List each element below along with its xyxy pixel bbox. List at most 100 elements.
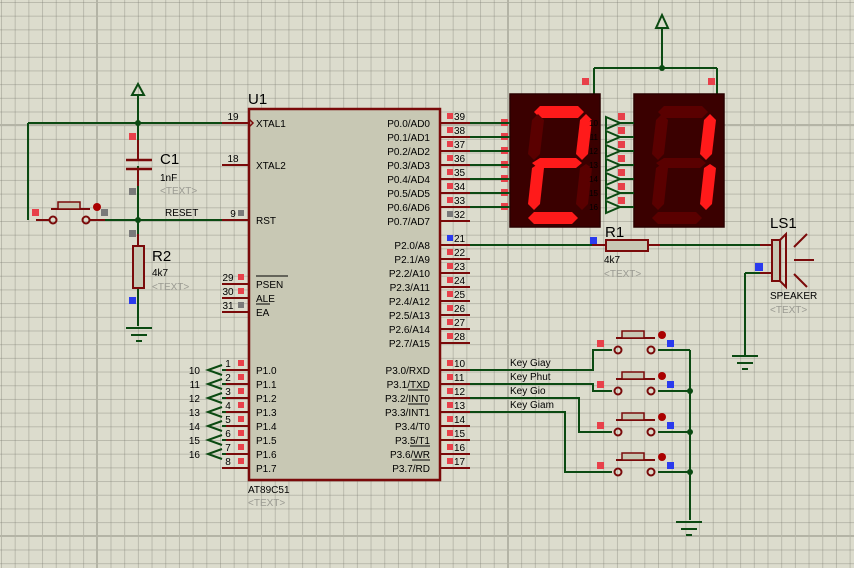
key-button-1[interactable]: Key Giay bbox=[470, 330, 690, 371]
resistor-r2[interactable]: R2 4k7 <TEXT> bbox=[129, 230, 189, 304]
display-net-terminal[interactable]: 15 bbox=[589, 183, 634, 201]
key-button-4[interactable]: Key Giam bbox=[470, 400, 693, 477]
wire bbox=[470, 411, 612, 473]
ground-keys[interactable] bbox=[676, 521, 702, 536]
mcu-pin[interactable]: 7P1.6 bbox=[222, 443, 277, 461]
mcu-pin[interactable]: 3P1.2 bbox=[222, 387, 277, 405]
net-label-terminal[interactable]: 14 bbox=[189, 420, 226, 433]
mcu-pin[interactable]: 8P1.7 bbox=[222, 457, 277, 475]
pin-number: 18 bbox=[227, 154, 239, 165]
power-terminal-left[interactable] bbox=[130, 81, 146, 96]
mcu-body[interactable] bbox=[247, 107, 442, 482]
key-button-3[interactable]: Key Gio bbox=[470, 386, 693, 437]
speaker-ls1[interactable]: LS1 SPEAKER <TEXT> bbox=[755, 215, 817, 316]
pin-state-marker bbox=[447, 319, 453, 325]
reset-button[interactable] bbox=[32, 201, 108, 225]
net-label-terminal[interactable]: 16 bbox=[189, 448, 226, 461]
pin-state-marker bbox=[238, 388, 244, 394]
pin-state-marker bbox=[447, 360, 453, 366]
mcu-pin[interactable]: 1P1.0 bbox=[222, 359, 277, 377]
pin-name: P1.0 bbox=[256, 366, 277, 377]
net-label-terminal[interactable]: 15 bbox=[189, 434, 226, 447]
button-actuator-icon[interactable] bbox=[658, 413, 666, 421]
mcu-pin[interactable]: 4P1.3 bbox=[222, 401, 277, 419]
net-label-terminal[interactable]: 13 bbox=[189, 406, 226, 419]
pin-state-marker bbox=[447, 211, 453, 217]
pin-number: 27 bbox=[454, 318, 466, 329]
button-actuator-icon[interactable] bbox=[658, 331, 666, 339]
mcu-pin[interactable]: 5P1.4 bbox=[222, 415, 277, 433]
pin-state-marker bbox=[447, 263, 453, 269]
capacitor-c1[interactable]: C1 1nF <TEXT> bbox=[126, 133, 197, 197]
segment-c bbox=[700, 164, 716, 210]
ground-left[interactable] bbox=[126, 327, 152, 342]
pin-name: P0.2/AD2 bbox=[387, 147, 430, 158]
net-label-terminal[interactable]: 11 bbox=[190, 378, 226, 391]
button-actuator-icon[interactable] bbox=[93, 203, 101, 211]
key-button-2[interactable]: Key Phut bbox=[470, 371, 693, 396]
net-terminal-icon bbox=[605, 171, 623, 187]
pin-state-marker bbox=[447, 374, 453, 380]
button-actuator-icon[interactable] bbox=[658, 372, 666, 380]
mcu-text: <TEXT> bbox=[248, 498, 285, 509]
display-net-terminal[interactable]: 11 bbox=[590, 127, 634, 145]
net-label-terminal[interactable]: 10 bbox=[189, 364, 226, 377]
pin-number: 10 bbox=[454, 359, 466, 370]
pin-state-marker bbox=[618, 197, 625, 204]
pin-name: P0.0/AD0 bbox=[387, 119, 430, 130]
mcu-pin[interactable]: 6P1.5 bbox=[222, 429, 277, 447]
display-net-terminal[interactable]: 12 bbox=[589, 141, 634, 159]
clock-input-icon bbox=[248, 118, 255, 128]
mcu-at89c51[interactable]: U1 AT89C51 <TEXT> 19XTAL118XTAL29RST29PS… bbox=[222, 91, 470, 509]
button-actuator-icon[interactable] bbox=[658, 453, 666, 461]
net-label-terminal[interactable]: 12 bbox=[189, 392, 226, 405]
display-net-terminal[interactable]: 10 bbox=[589, 113, 634, 131]
display-net-terminal[interactable]: 14 bbox=[589, 169, 634, 187]
ground-speaker[interactable] bbox=[732, 355, 758, 370]
pin-state-marker bbox=[447, 183, 453, 189]
key-net-label: Key Phut bbox=[510, 372, 551, 383]
pin-number: 37 bbox=[454, 140, 466, 151]
pin-state-marker bbox=[597, 462, 604, 469]
pin-state-marker bbox=[618, 183, 625, 190]
display-net-terminal[interactable]: 16 bbox=[589, 197, 634, 215]
pin-state-marker bbox=[590, 237, 597, 244]
seven-segment-display-tens[interactable] bbox=[501, 93, 601, 228]
power-terminal-top[interactable] bbox=[654, 12, 670, 29]
display-net-terminal[interactable]: 13 bbox=[589, 155, 634, 173]
mcu-pin[interactable]: 2P1.1 bbox=[222, 373, 277, 391]
pin-state-marker bbox=[618, 141, 625, 148]
resistor-r1[interactable]: R1 4k7 <TEXT> bbox=[590, 224, 660, 280]
